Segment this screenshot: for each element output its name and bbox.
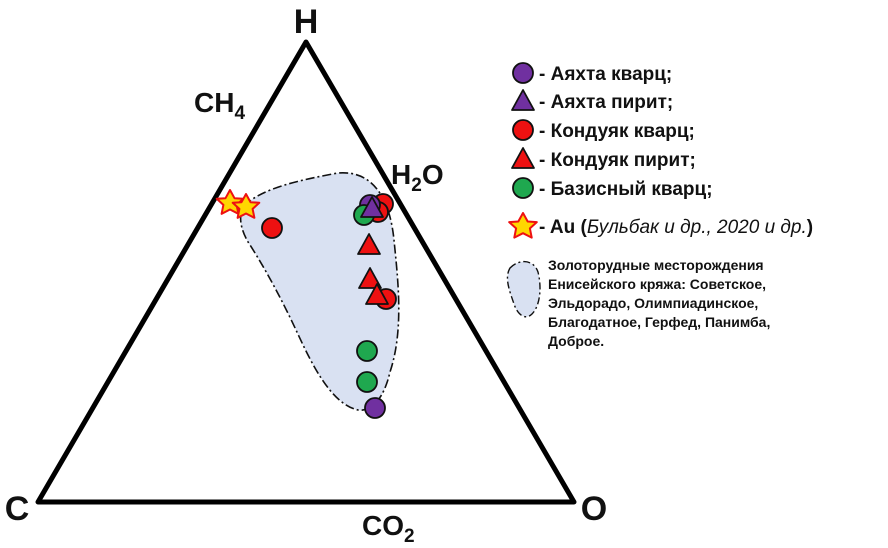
kondoyak-pyrite-point xyxy=(357,233,381,255)
ayakhta-quartz-point xyxy=(364,397,386,419)
data-points xyxy=(215,189,397,419)
legend: - Аяхта кварц; - Аяхта пирит; - Кондуяк … xyxy=(506,62,813,318)
ternary-triangle xyxy=(35,39,577,505)
basic-quartz-point xyxy=(356,340,378,362)
legend-field-description: Золоторудные месторождения Енисейского к… xyxy=(548,256,868,351)
legend-label-ayakhta-quartz: - Аяхта кварц; xyxy=(539,64,672,85)
field-note-line: Енисейского кряжа: Советское, xyxy=(548,276,766,292)
legend-label-ayakhta-pyrite: - Аяхта пирит; xyxy=(539,92,673,113)
ayakhta-pyrite-point xyxy=(360,196,384,218)
legend-label-au: - Au (Бульбак и др., 2020 и др.) xyxy=(539,217,813,238)
au-star-point xyxy=(215,189,245,215)
legend-label-kondoyak-pyrite: - Кондуяк пирит; xyxy=(539,150,696,171)
legend-marker-kondoyak-pyrite xyxy=(511,147,535,169)
vertex-label-h: H xyxy=(294,3,319,41)
vertex-label-o: O xyxy=(581,490,607,528)
kondoyak-pyrite-point xyxy=(365,283,389,305)
legend-marker-gold-field xyxy=(506,261,541,318)
legend-marker-kondoyak-quartz xyxy=(512,119,534,141)
legend-marker-au xyxy=(508,212,538,239)
legend-label-basic-quartz: - Базисный кварц; xyxy=(539,179,713,200)
field-note-line: Золоторудные месторождения xyxy=(548,257,764,273)
field-note-line: Эльдорадо, Олимпиадинское, xyxy=(548,295,759,311)
legend-marker-ayakhta-pyrite xyxy=(511,89,535,111)
field-note-line: Благодатное, Герфед, Панимба, xyxy=(548,314,771,330)
legend-marker-ayakhta-quartz xyxy=(512,62,534,84)
edge-label-co2: CO2 xyxy=(362,510,415,547)
au-star-point xyxy=(231,193,261,219)
edge-label-h2o: H2O xyxy=(391,159,444,196)
kondoyak-pyrite-point xyxy=(358,267,382,289)
kondoyak-quartz-point xyxy=(261,217,283,239)
basic-quartz-point xyxy=(356,371,378,393)
legend-label-kondoyak-quartz: - Кондуяк кварц; xyxy=(539,121,695,142)
legend-marker-basic-quartz xyxy=(512,177,534,199)
vertex-label-c: C xyxy=(5,490,30,528)
edge-label-ch4: CH4 xyxy=(194,87,245,124)
field-note-line: Доброе. xyxy=(548,333,605,349)
